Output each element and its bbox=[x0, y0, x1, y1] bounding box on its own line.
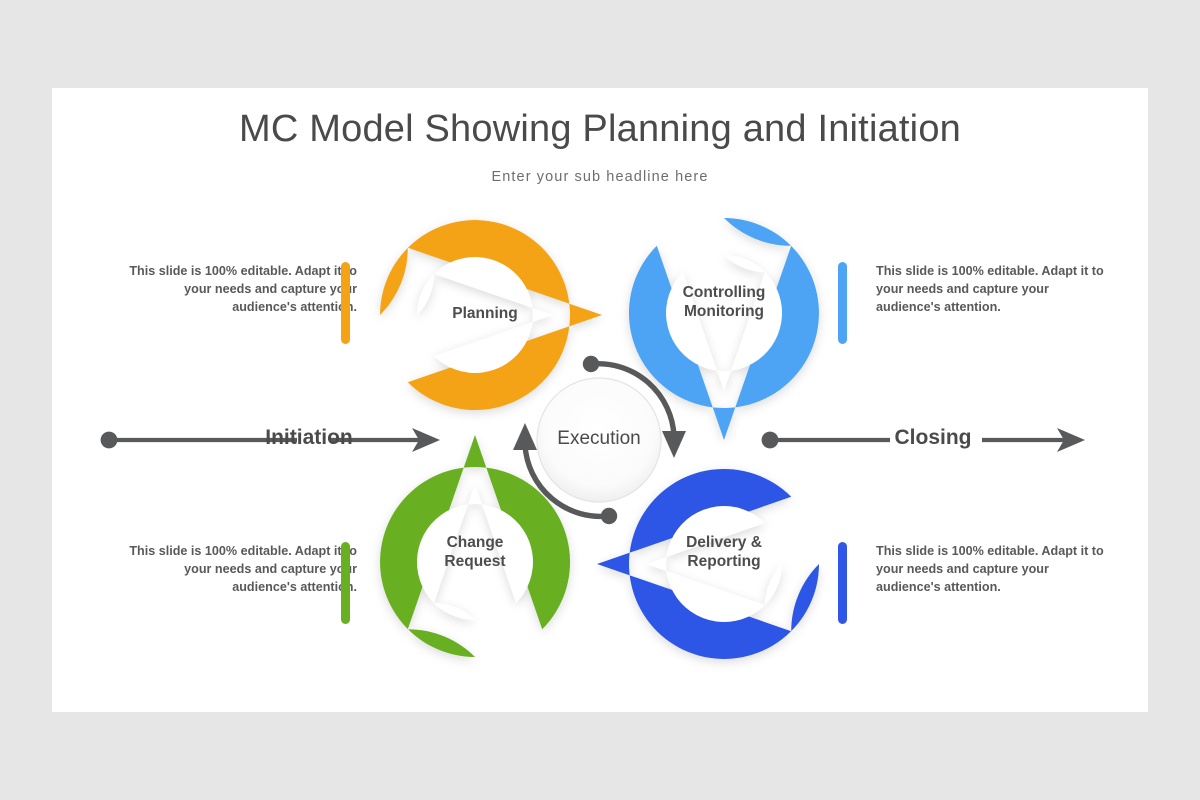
text-block-controlling-note: This slide is 100% editable. Adapt it to… bbox=[876, 264, 1104, 314]
accent-bar-light-blue bbox=[838, 262, 847, 344]
node-label-delivery-reporting: Delivery & Reporting bbox=[686, 534, 762, 570]
slide-canvas: MC Model Showing Planning and Initiation… bbox=[52, 88, 1148, 712]
accent-bar-dark-blue bbox=[838, 542, 847, 624]
accent-bar-orange bbox=[341, 262, 350, 344]
node-label-controlling-monitoring: Controlling Monitoring bbox=[682, 284, 766, 320]
flow-initiation-arrowhead bbox=[412, 428, 440, 452]
text-block-planning-note: This slide is 100% editable. Adapt it to… bbox=[129, 264, 357, 314]
accent-bar-green bbox=[341, 542, 350, 624]
flow-label-closing: Closing bbox=[894, 426, 972, 449]
text-block-delivery-note: This slide is 100% editable. Adapt it to… bbox=[876, 544, 1104, 594]
text-block-change-request-note: This slide is 100% editable. Adapt it to… bbox=[129, 544, 357, 594]
node-label-change-request: Change Request bbox=[444, 534, 506, 570]
page-title: MC Model Showing Planning and Initiation bbox=[239, 108, 961, 150]
node-label-planning: Planning bbox=[452, 305, 518, 322]
flow-closing-arrowhead bbox=[1057, 428, 1085, 452]
flow-initiation-dot bbox=[100, 431, 118, 449]
node-controlling-monitoring bbox=[628, 218, 819, 440]
execution-label: Execution bbox=[557, 428, 641, 449]
page-subtitle: Enter your sub headline here bbox=[491, 169, 709, 185]
flow-closing-dot bbox=[761, 431, 779, 449]
flow-label-initiation: Initiation bbox=[265, 426, 353, 449]
